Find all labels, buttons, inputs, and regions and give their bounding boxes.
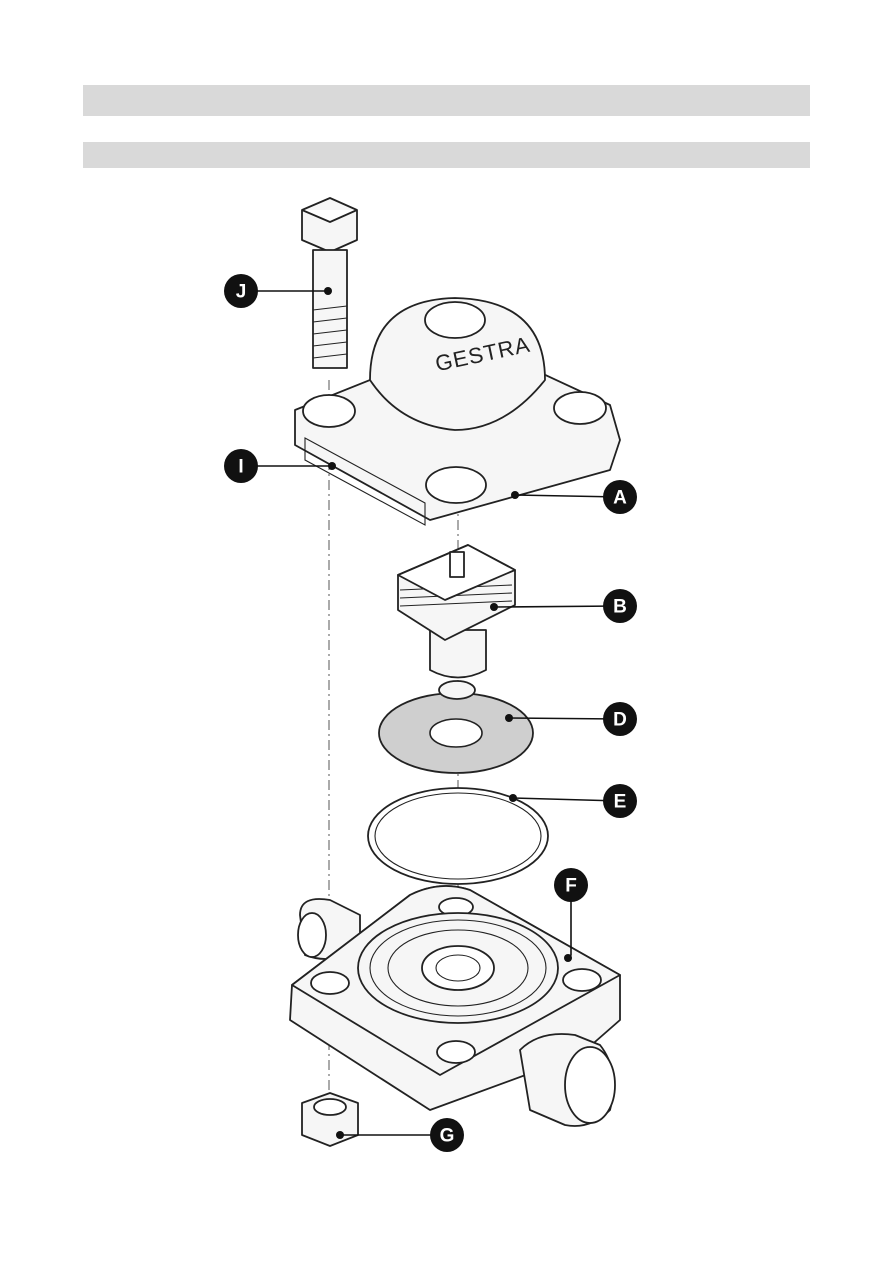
- bolt-head: [301, 197, 358, 253]
- callout-D-label: D: [613, 710, 627, 731]
- callout-J-circle: [224, 274, 258, 308]
- dot-E: [509, 794, 517, 802]
- cover: GESTRA: [294, 297, 621, 526]
- callout-F-label: F: [565, 876, 577, 897]
- callout-E-circle: [603, 784, 637, 818]
- callout-D-circle: [603, 702, 637, 736]
- dot-B: [490, 603, 498, 611]
- dot-D: [505, 714, 513, 722]
- nameplate: [304, 437, 426, 526]
- insert-line-3: [399, 600, 513, 607]
- callout-I-circle: [224, 449, 258, 483]
- callout-G-label: G: [440, 1126, 455, 1147]
- insert-stem: [429, 629, 487, 679]
- header-bar-second: [83, 142, 810, 168]
- callout-A-label: A: [613, 488, 627, 509]
- cover-hole-right: [553, 391, 607, 425]
- callout-E-label: E: [614, 792, 627, 813]
- callout-J: J: [224, 274, 258, 308]
- gasket-hole: [429, 718, 483, 748]
- dot-J: [324, 287, 332, 295]
- bolt-thread-5: [312, 353, 348, 359]
- left-port-opening: [297, 912, 327, 958]
- bolt-thread-4: [312, 341, 348, 347]
- callout-F-circle: [554, 868, 588, 902]
- callout-F: F: [554, 868, 588, 902]
- leader-E: [512, 797, 621, 802]
- right-port-opening: [564, 1046, 616, 1124]
- callout-A-circle: [603, 480, 637, 514]
- callout-I-label: I: [238, 457, 243, 478]
- body-threaded-bore: [421, 945, 495, 991]
- capsule-insert: [397, 544, 516, 700]
- cover-hole-front: [425, 466, 487, 504]
- callout-E: E: [603, 784, 637, 818]
- bolt-shank: [312, 249, 348, 369]
- leader-D: [508, 717, 621, 720]
- o-ring: [367, 787, 549, 885]
- dot-G: [336, 1131, 344, 1139]
- body-seal-groove-inner2: [387, 929, 529, 1007]
- body-hole-left: [310, 971, 350, 995]
- nut-bore: [313, 1098, 347, 1116]
- valve-body: [289, 885, 621, 1127]
- o-ring-outer: [367, 787, 549, 885]
- bolt: [301, 197, 358, 369]
- insert-tip: [438, 680, 476, 700]
- insert-top-post: [449, 551, 465, 578]
- callout-B: B: [603, 589, 637, 623]
- cover-dome-top: [424, 301, 486, 339]
- callout-B-circle: [603, 589, 637, 623]
- dot-A: [511, 491, 519, 499]
- callout-B-label: B: [613, 597, 627, 618]
- dot-F: [564, 954, 572, 962]
- cover-hole-left: [302, 394, 356, 428]
- o-ring-inner: [374, 792, 542, 880]
- bolt-thread-1: [312, 305, 348, 311]
- body-threaded-bore-inner: [435, 954, 481, 982]
- callout-G-circle: [430, 1118, 464, 1152]
- body-seal-groove-inner: [369, 919, 547, 1017]
- dot-I: [328, 462, 336, 470]
- nut: [301, 1092, 359, 1147]
- bolt-thread-3: [312, 329, 348, 335]
- cover-dome: [369, 297, 546, 431]
- callout-A: A: [603, 480, 637, 514]
- header-bar-top: [83, 85, 810, 116]
- body-hole-right: [562, 968, 602, 992]
- callout-G: G: [430, 1118, 464, 1152]
- bolt-head-edge: [301, 209, 358, 223]
- gasket: [378, 692, 534, 774]
- callout-I: I: [224, 449, 258, 483]
- callout-J-label: J: [236, 282, 247, 303]
- bolt-thread-2: [312, 317, 348, 323]
- callout-D: D: [603, 702, 637, 736]
- leader-A: [514, 494, 621, 498]
- body-hole-front: [436, 1040, 476, 1064]
- leader-B: [493, 605, 621, 608]
